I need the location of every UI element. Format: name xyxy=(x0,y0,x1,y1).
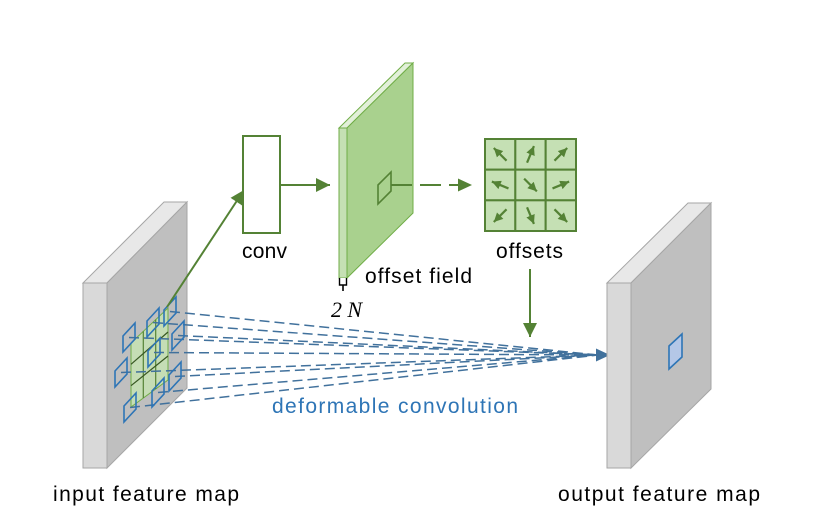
sampling-ray xyxy=(129,354,599,409)
deformable-convolution-rays xyxy=(120,310,610,409)
input-map-side-face xyxy=(82,282,108,469)
offset-arrow xyxy=(523,177,538,193)
sampling-location xyxy=(146,305,160,340)
offset-arrow xyxy=(553,208,568,223)
output-feature-map-label: output feature map xyxy=(558,483,760,506)
offset-field-front-face xyxy=(346,61,414,280)
sampling-location xyxy=(147,335,161,370)
sampling-grid-line xyxy=(130,331,169,365)
output-map-front-face xyxy=(630,201,712,470)
offset-arrow xyxy=(552,180,570,190)
sampling-grid-line xyxy=(130,355,169,387)
offset-arrow xyxy=(526,145,535,164)
sampling-location xyxy=(114,355,128,390)
deformed-sampling-locations xyxy=(114,294,185,425)
sampling-location xyxy=(168,359,182,394)
input-to-conv-arrow xyxy=(166,189,245,308)
sampling-ray xyxy=(128,336,599,356)
offset-cell xyxy=(544,199,578,232)
channel-bracket xyxy=(338,278,348,286)
convergence-arrowhead xyxy=(596,348,610,362)
offset-arrow xyxy=(526,206,535,225)
offset-field-side-face xyxy=(338,127,348,279)
offsets-grid xyxy=(484,138,578,232)
sampling-ray xyxy=(153,351,599,356)
input-feature-map-label: input feature map xyxy=(53,483,239,506)
channel-count-label: 2N xyxy=(331,297,363,322)
sampling-ray xyxy=(169,310,599,356)
output-map-side-face xyxy=(606,282,632,469)
sampling-ray xyxy=(177,334,599,356)
offset-field-location xyxy=(377,170,392,206)
offset-field-label: offset field xyxy=(365,265,472,288)
offset-field-to-offsets-arrowhead xyxy=(458,178,472,192)
sampling-location xyxy=(163,294,177,329)
sampling-ray xyxy=(174,354,599,378)
offset-cell xyxy=(484,168,517,202)
offset-arrow xyxy=(553,147,568,162)
offset-arrow xyxy=(491,180,509,190)
offset-arrow xyxy=(493,147,508,162)
output-feature-map xyxy=(605,201,713,470)
sampling-ray xyxy=(152,321,599,356)
output-location xyxy=(668,332,683,371)
regular-sampling-grid xyxy=(130,306,169,408)
offsets-label: offsets xyxy=(496,240,563,263)
offset-arrow xyxy=(493,208,508,223)
sampling-location xyxy=(151,375,165,410)
conv-label: conv xyxy=(242,240,288,263)
sampling-ray xyxy=(120,354,599,374)
offset-cell xyxy=(514,168,547,202)
deformable-convolution-label: deformable convolution xyxy=(272,395,518,418)
sampling-location xyxy=(171,318,185,353)
sampling-location xyxy=(123,390,137,425)
offset-field xyxy=(337,61,415,280)
sampling-ray xyxy=(157,354,599,394)
sampling-location xyxy=(122,320,136,355)
conv-layer-box xyxy=(242,135,281,234)
